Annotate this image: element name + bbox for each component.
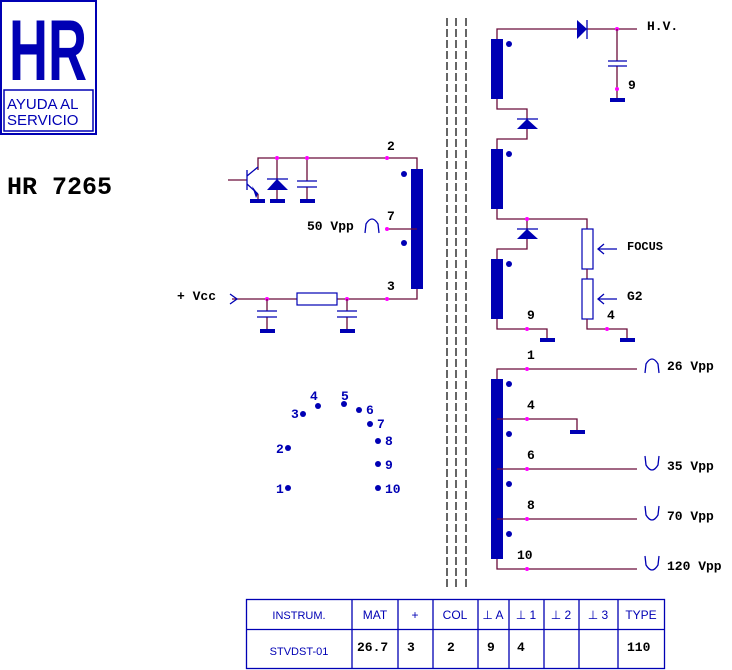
hv-winding-2 (491, 149, 503, 209)
logo-line1: AYUDA AL (7, 96, 78, 113)
pinout-label: 3 (291, 407, 299, 422)
table-header: ⊥ 3 (588, 608, 609, 622)
sec-voltage-label: 26 Vpp (667, 359, 714, 374)
table-header: ⊥ 2 (551, 608, 572, 622)
table-cell: 110 (627, 640, 651, 655)
sec-pin-label: 4 (527, 398, 535, 413)
table-cell: STVDST-01 (270, 646, 329, 658)
damper-diode-icon (267, 158, 288, 203)
table-cell: 9 (487, 640, 495, 655)
pin-2-label: 2 (387, 139, 395, 154)
g2-pot-icon (581, 278, 594, 320)
sec-pin-label: 1 (527, 348, 535, 363)
hv-diode-icon (577, 20, 587, 39)
vcc-label: + Vcc (177, 289, 216, 304)
spec-table: INSTRUM. MAT + COL ⊥ A ⊥ 1 ⊥ 2 ⊥ 3 TYPE … (245, 598, 666, 670)
secondary-winding: 1 4 6 8 10 26 Vpp 35 Vpp 70 Vpp 120 Vpp (491, 348, 722, 574)
pulse-down-icon (644, 455, 660, 471)
g2-ground-pin-label: 4 (607, 308, 615, 323)
transformer-core (446, 18, 467, 590)
filter-capacitors (257, 299, 357, 333)
pin-3-label: 3 (387, 279, 395, 294)
table-header: + (411, 608, 418, 622)
logo-letters: HR (9, 3, 87, 99)
ground-pin-label: 9 (527, 308, 535, 323)
hv-section: H.V. 9 9 FOCUS G2 4 (491, 19, 678, 342)
focus-pot-icon (581, 228, 594, 270)
pinout-label: 5 (341, 389, 349, 404)
pulse-label: 50 Vpp (307, 219, 354, 234)
sec-pin-label: 8 (527, 498, 535, 513)
sec-pin-label: 10 (517, 548, 533, 563)
hv-label: H.V. (647, 19, 678, 34)
table-header: MAT (363, 608, 388, 622)
model-title: HR 7265 (7, 173, 112, 202)
table-cell: 2 (447, 640, 455, 655)
table-header: ⊥ A (482, 608, 503, 622)
pinout-label: 9 (385, 458, 393, 473)
sec-voltage-label: 120 Vpp (667, 559, 722, 574)
pulse-up-icon (644, 358, 660, 374)
sec-pin-label: 6 (527, 448, 535, 463)
logo: HR AYUDA AL SERVICIO (0, 0, 97, 135)
cap-pin-label: 9 (628, 78, 636, 93)
table-header: ⊥ 1 (516, 608, 537, 622)
pinout-diagram: 1 2 3 4 5 6 7 8 9 10 (276, 389, 401, 497)
pulse-down-icon (644, 505, 660, 521)
pin-7-label: 7 (387, 209, 395, 224)
pinout-label: 8 (385, 434, 393, 449)
resistor-icon (296, 292, 338, 306)
table-header: INSTRUM. (272, 610, 325, 622)
sec-voltage-label: 70 Vpp (667, 509, 714, 524)
transistor-icon (228, 166, 265, 203)
table-cell: 4 (517, 640, 525, 655)
pinout-label: 7 (377, 417, 385, 432)
pinout-label: 6 (366, 403, 374, 418)
sec-voltage-label: 35 Vpp (667, 459, 714, 474)
focus-label: FOCUS (627, 240, 663, 254)
table-cell: 3 (407, 640, 415, 655)
pinout-label: 4 (310, 389, 318, 404)
table-header: TYPE (625, 608, 656, 622)
table-header: COL (443, 608, 468, 622)
table-cell: 26.7 (357, 640, 388, 655)
pinout-label: 2 (276, 442, 284, 457)
hv-winding-1 (491, 39, 503, 99)
pulse-down-icon (644, 555, 660, 571)
g2-label: G2 (627, 289, 643, 304)
capacitor-icon (297, 158, 317, 203)
hv-winding-3 (491, 259, 503, 319)
input-arrow-icon (229, 293, 239, 305)
primary-circuit: 2 7 3 50 Vpp + Vcc (177, 139, 423, 333)
pinout-label: 1 (276, 482, 284, 497)
pinout-label: 10 (385, 482, 401, 497)
pulse-icon (364, 218, 380, 234)
logo-line2: SERVICIO (7, 112, 78, 129)
